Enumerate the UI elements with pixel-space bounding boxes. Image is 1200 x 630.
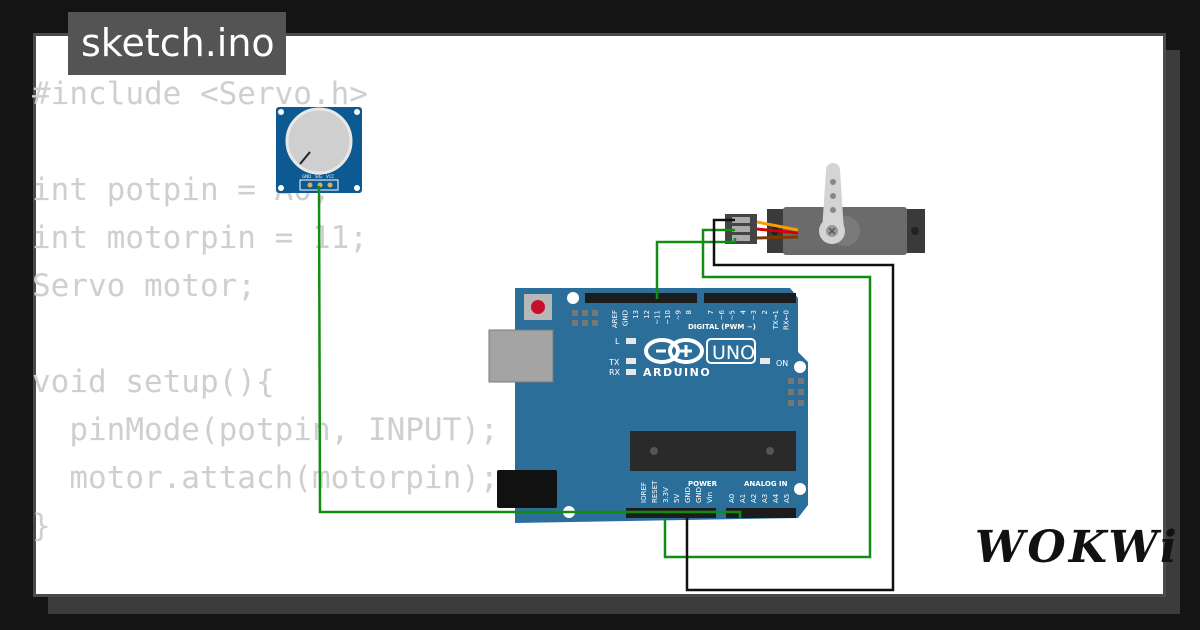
digital-header-high	[585, 293, 697, 303]
pin-label: ~10	[664, 310, 672, 325]
pin-label: 12	[643, 310, 651, 319]
pin-label: 5V	[673, 494, 681, 503]
wire-pin11-to-servo[interactable]	[655, 238, 737, 299]
power-jack	[497, 470, 557, 508]
l-led-label: L	[615, 337, 620, 346]
analog-header-label: ANALOG IN	[744, 480, 788, 488]
pin-label: IOREF	[640, 482, 648, 503]
pin-label: 8	[685, 310, 693, 314]
pin-label: A4	[772, 493, 780, 503]
potentiometer-indicator	[299, 151, 311, 165]
pin-label: ~11	[653, 310, 661, 325]
wire-gnd-to-servo[interactable]	[685, 218, 895, 592]
pin-label: A3	[761, 494, 769, 503]
pin-label: A2	[750, 494, 758, 503]
pot-pin-vcc: VCC	[326, 174, 335, 179]
board-model-label: UNO	[712, 342, 755, 364]
code-line: pinMode(potpin, INPUT);	[32, 412, 499, 448]
digital-header-low	[704, 293, 796, 303]
arduino-logo-icon	[644, 338, 704, 364]
code-line: motor.attach(motorpin);	[32, 460, 499, 496]
pin-label: ~3	[750, 310, 758, 320]
pin-label: A0	[728, 494, 736, 503]
pin-label: 3.3V	[662, 487, 670, 503]
wire-5v-to-servo[interactable]	[663, 228, 872, 559]
pin-label: 13	[632, 310, 640, 319]
code-line: Servo motor;	[32, 268, 256, 304]
pot-pin-gnd: GND	[302, 174, 311, 179]
wires	[317, 185, 895, 592]
board-brand-label: ARDUINO	[643, 366, 711, 379]
arduino-uno-board[interactable]: UNO ARDUINO ON L TX RX DIGITAL (PWM ~) P…	[488, 288, 808, 523]
usb-port	[488, 329, 554, 383]
pin-label: 7	[707, 310, 715, 314]
code-line: void setup(){	[32, 364, 275, 400]
pin-label: GND	[695, 487, 703, 503]
wokwi-logo: WOKWi	[975, 522, 1180, 573]
potentiometer-knob[interactable]	[285, 107, 353, 175]
pot-pin-sig: SIG	[315, 174, 322, 179]
wire-pot-to-a0[interactable]	[317, 185, 742, 518]
code-line: }	[32, 508, 51, 544]
potentiometer[interactable]: GND SIG VCC	[276, 107, 362, 193]
pin-label: RESET	[651, 480, 659, 503]
pin-label: A1	[739, 494, 747, 503]
pin-label: ~9	[675, 310, 683, 320]
pin-label: TX→1	[772, 310, 780, 330]
pin-label: GND	[684, 487, 692, 503]
analog-header	[726, 508, 796, 518]
pin-label: 2	[761, 310, 769, 314]
pin-label: GND	[622, 310, 630, 326]
code-editor: #include <Servo.h>int potpin = A0;int mo…	[32, 70, 499, 550]
pin-label: A5	[783, 494, 791, 503]
reset-button-cap[interactable]	[531, 300, 545, 314]
pin-label: Vin	[706, 492, 714, 503]
tx-led-label: TX	[608, 358, 620, 367]
code-line: int motorpin = 11;	[32, 220, 368, 256]
on-led-label: ON	[776, 359, 788, 368]
pin-label: 4	[739, 309, 747, 314]
code-line: #include <Servo.h>	[32, 76, 368, 112]
pin-label: AREF	[611, 310, 619, 328]
digital-header-label: DIGITAL (PWM ~)	[688, 323, 756, 331]
file-tab[interactable]: sketch.ino	[68, 12, 286, 75]
pin-label: ~6	[718, 309, 726, 320]
power-header-label: POWER	[688, 480, 718, 488]
rx-led-label: RX	[609, 368, 621, 377]
servo-motor[interactable]	[725, 163, 925, 255]
pin-label: RX←0	[783, 310, 791, 330]
pin-label: ~5	[729, 310, 737, 320]
